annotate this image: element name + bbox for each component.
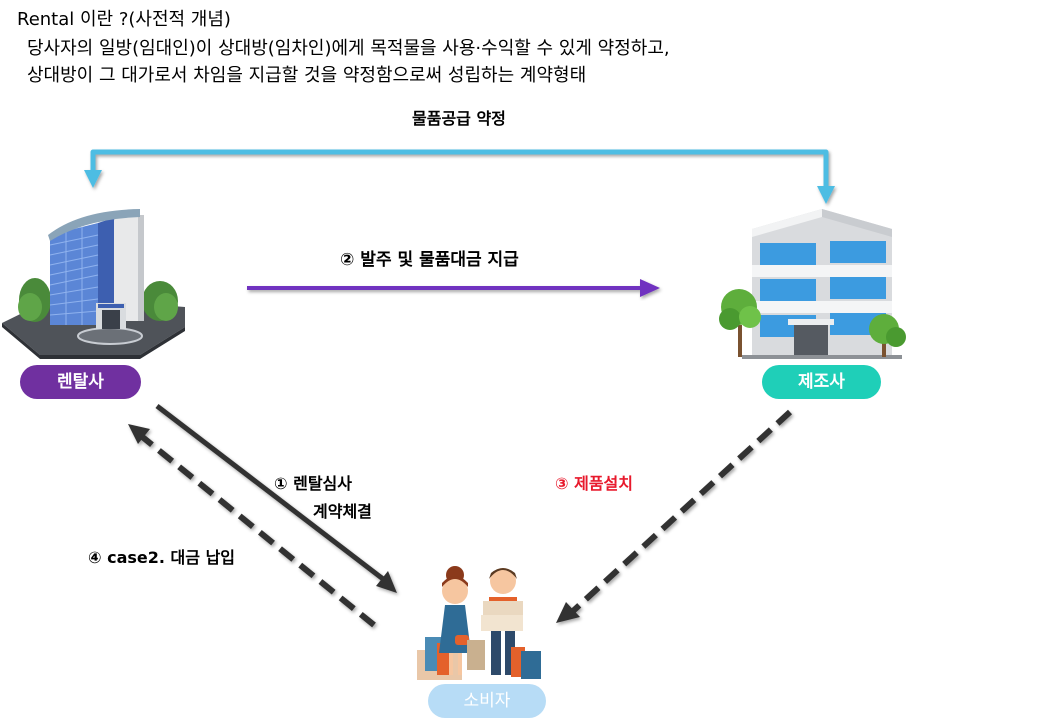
consumer-badge: 소비자 [428, 684, 546, 718]
payment-arrow [128, 424, 376, 628]
office-building-icon [2, 209, 185, 359]
supply-arrowhead-left [84, 170, 102, 188]
manufacturer-badge: 제조사 [762, 365, 881, 399]
supply-arrowhead-right [817, 186, 835, 204]
order-payment-label: ② 발주 및 물품대금 지급 [340, 250, 519, 270]
intro-definition-line-2: 상대방이 그 대가로서 차임을 지급할 것을 약정함으로써 성립하는 계약형태 [27, 65, 587, 86]
payment-arrowhead [128, 424, 150, 444]
contract-arrow [155, 404, 397, 593]
intro-definition-line-1: 당사자의 일방(임대인)이 상대방(임차인)에게 목적물을 사용·수익할 수 있… [27, 38, 670, 59]
payment-label: ④ case2. 대금 납입 [88, 548, 236, 567]
order-payment-arrow [247, 279, 660, 297]
contract-arrowhead [376, 571, 397, 593]
installation-arrow [556, 409, 793, 623]
installation-label: ③ 제품설치 [555, 474, 633, 493]
installation-arrowhead [556, 602, 580, 623]
rental-company-badge: 렌탈사 [20, 365, 141, 399]
supply-agreement-label: 물품공급 약정 [412, 109, 506, 128]
contract-label-line-2: 계약체결 [313, 502, 372, 521]
intro-title: Rental 이란 ?(사전적 개념) [17, 9, 231, 30]
order-arrowhead [640, 279, 660, 297]
shoppers-icon [417, 566, 541, 680]
factory-building-icon [719, 209, 906, 359]
contract-label-line-1: ① 렌탈심사 [274, 474, 352, 493]
supply-agreement-arrow [84, 149, 835, 204]
